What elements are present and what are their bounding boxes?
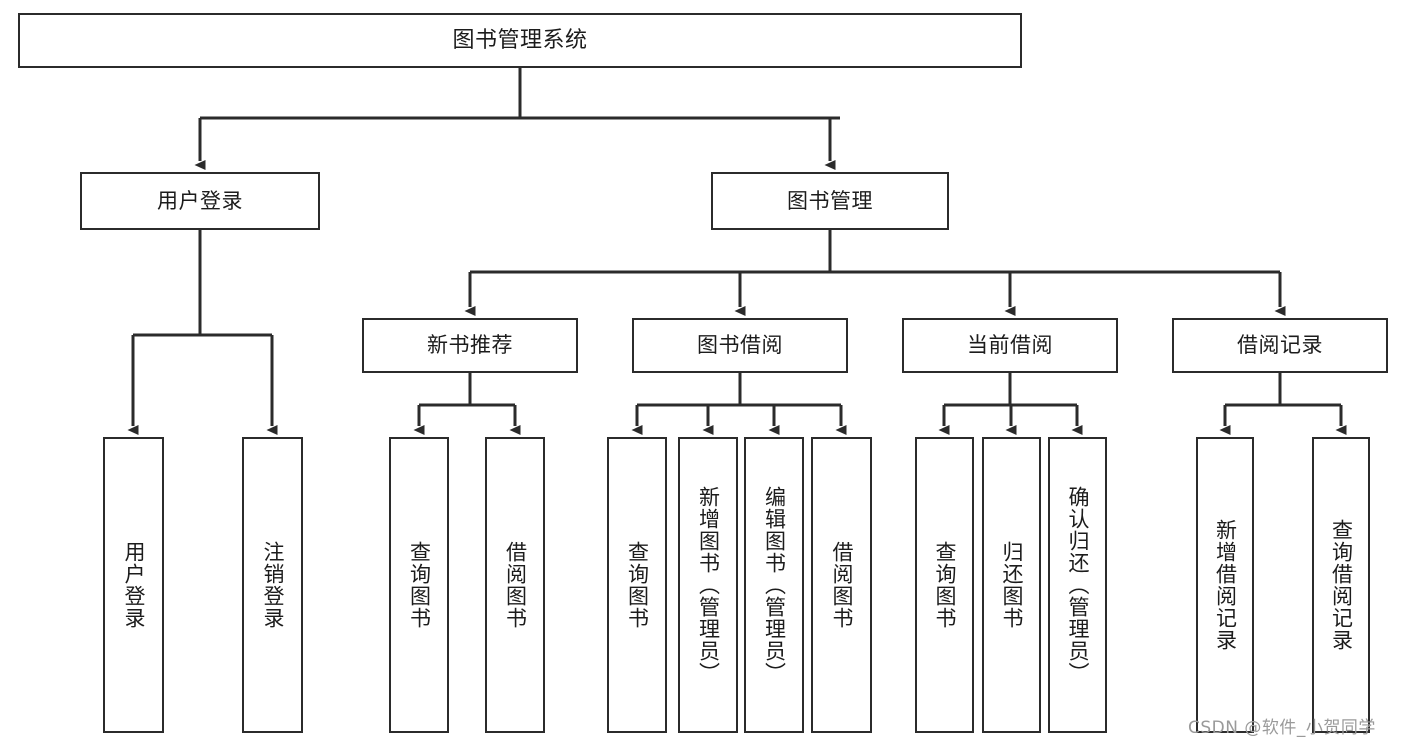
node-leaf-query-book-2-label: 查询图书 bbox=[625, 541, 650, 629]
node-user-login-label: 用户登录 bbox=[157, 188, 243, 213]
node-root[interactable]: 图书管理系统 bbox=[18, 13, 1022, 68]
node-leaf-add-borrow-record[interactable]: 新增借阅记录 bbox=[1196, 437, 1254, 733]
watermark: CSDN @软件_小贺同学 bbox=[1188, 718, 1376, 738]
node-leaf-add-book-admin[interactable]: 新增图书（管理员） bbox=[678, 437, 738, 733]
node-leaf-borrow-book-2[interactable]: 借阅图书 bbox=[811, 437, 872, 733]
node-leaf-borrow-book-1-label: 借阅图书 bbox=[503, 541, 528, 629]
node-leaf-confirm-return-admin[interactable]: 确认归还（管理员） bbox=[1048, 437, 1107, 733]
node-leaf-query-book-2[interactable]: 查询图书 bbox=[607, 437, 667, 733]
node-leaf-query-borrow-record-label: 查询借阅记录 bbox=[1329, 519, 1354, 651]
node-leaf-query-book-3[interactable]: 查询图书 bbox=[915, 437, 974, 733]
node-leaf-edit-book-admin-label: 编辑图书（管理员） bbox=[762, 486, 787, 684]
node-leaf-borrow-book-2-label: 借阅图书 bbox=[829, 541, 854, 629]
node-borrow-record[interactable]: 借阅记录 bbox=[1172, 318, 1388, 373]
node-leaf-return-book-label: 归还图书 bbox=[999, 541, 1024, 629]
node-leaf-query-book-1[interactable]: 查询图书 bbox=[389, 437, 449, 733]
node-new-book-recommend[interactable]: 新书推荐 bbox=[362, 318, 578, 373]
node-borrow-record-label: 借阅记录 bbox=[1237, 333, 1323, 358]
node-leaf-logout-login-label: 注销登录 bbox=[260, 541, 285, 629]
node-leaf-query-borrow-record[interactable]: 查询借阅记录 bbox=[1312, 437, 1370, 733]
node-book-borrow-label: 图书借阅 bbox=[697, 333, 783, 358]
node-user-login[interactable]: 用户登录 bbox=[80, 172, 320, 230]
node-leaf-user-login-label: 用户登录 bbox=[121, 541, 146, 629]
node-leaf-logout-login[interactable]: 注销登录 bbox=[242, 437, 303, 733]
node-leaf-user-login[interactable]: 用户登录 bbox=[103, 437, 164, 733]
node-leaf-borrow-book-1[interactable]: 借阅图书 bbox=[485, 437, 545, 733]
node-current-borrow[interactable]: 当前借阅 bbox=[902, 318, 1118, 373]
node-new-book-recommend-label: 新书推荐 bbox=[427, 333, 513, 358]
node-leaf-confirm-return-admin-label: 确认归还（管理员） bbox=[1065, 486, 1090, 684]
node-leaf-edit-book-admin[interactable]: 编辑图书（管理员） bbox=[744, 437, 804, 733]
node-current-borrow-label: 当前借阅 bbox=[967, 333, 1053, 358]
node-book-borrow[interactable]: 图书借阅 bbox=[632, 318, 848, 373]
node-leaf-add-book-admin-label: 新增图书（管理员） bbox=[696, 486, 721, 684]
node-root-label: 图书管理系统 bbox=[452, 27, 588, 53]
node-book-manage[interactable]: 图书管理 bbox=[711, 172, 949, 230]
node-book-manage-label: 图书管理 bbox=[787, 188, 873, 213]
node-leaf-query-book-3-label: 查询图书 bbox=[932, 541, 957, 629]
node-leaf-query-book-1-label: 查询图书 bbox=[407, 541, 432, 629]
node-leaf-add-borrow-record-label: 新增借阅记录 bbox=[1213, 519, 1238, 651]
node-leaf-return-book[interactable]: 归还图书 bbox=[982, 437, 1041, 733]
